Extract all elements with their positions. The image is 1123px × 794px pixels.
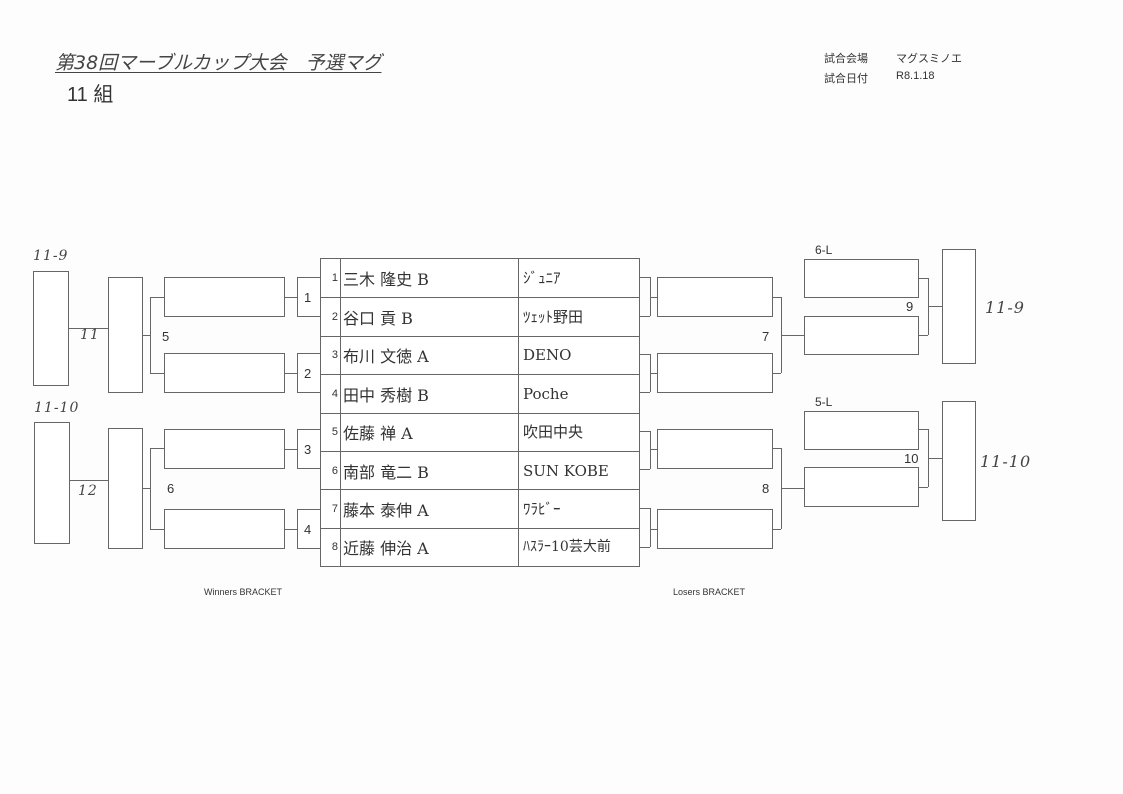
venue-label: 試合会場 [824, 53, 868, 65]
seed-number: 7 [321, 490, 341, 528]
player-name: 南部 竜二 B [341, 451, 519, 490]
match-box-4: 4 [297, 509, 321, 549]
losers-bracket-label: Losers BRACKET [673, 587, 746, 597]
match-number-9: 9 [906, 299, 914, 314]
loser-slot[interactable] [804, 316, 919, 355]
match-number: 2 [304, 366, 312, 381]
player-name: 藤本 泰伸 A [341, 490, 519, 528]
seed-number: 3 [321, 336, 341, 375]
match-box-2: 2 [297, 353, 321, 393]
match-number: 1 [304, 290, 312, 305]
match-number-7: 7 [762, 329, 770, 344]
loser-slot[interactable] [804, 467, 919, 507]
player-name: 三木 隆史 B [341, 259, 519, 298]
team-name: ﾜﾗﾋﾞｰ [523, 500, 561, 519]
handwritten-qualifier-bottom: 11-10 [34, 400, 80, 416]
feed-label-top: 6-L [815, 243, 833, 257]
loser-slot[interactable] [657, 277, 773, 317]
seed-number: 4 [321, 375, 341, 413]
loser-slot[interactable] [804, 259, 919, 298]
team-name: ﾊｽﾗｰ10芸大前 [523, 539, 611, 556]
winner-slot[interactable] [108, 428, 143, 549]
team-name: Poche [523, 384, 569, 403]
player-name: 田中 秀樹 B [341, 375, 519, 413]
seed-number: 2 [321, 298, 341, 336]
match-number: 3 [304, 442, 312, 457]
loser-slot[interactable] [657, 509, 773, 549]
team-name: ﾂｪｯﾄ野田 [523, 308, 584, 327]
team-name: ｼﾞｭﾆｱ [523, 269, 561, 288]
match-number: 4 [304, 522, 312, 537]
player-name: 布川 文徳 A [341, 336, 519, 375]
winner-slot[interactable] [108, 277, 143, 393]
loser-slot[interactable] [657, 353, 773, 393]
team-name: 吹田中央 [523, 423, 584, 442]
date-value: R8.1.18 [896, 70, 935, 82]
qualifier-slot[interactable] [33, 271, 69, 386]
winner-slot[interactable] [164, 353, 285, 393]
match-box-3: 3 [297, 429, 321, 469]
team-name: SUN KOBE [523, 461, 609, 480]
handwritten-qualifier-top: 11-9 [985, 298, 1025, 317]
player-name: 佐藤 禅 A [341, 413, 519, 451]
handwritten-qualifier-top: 11-9 [33, 248, 69, 264]
loser-slot[interactable] [657, 429, 773, 469]
seed-number: 1 [321, 259, 341, 298]
match-box-1: 1 [297, 277, 321, 317]
player-name: 近藤 伸治 A [341, 528, 519, 567]
seed-number: 5 [321, 413, 341, 451]
match-number-6: 6 [167, 481, 175, 496]
qualifier-slot[interactable] [34, 422, 70, 544]
date-label: 試合日付 [824, 73, 868, 85]
handwritten-match-12: 12 [78, 483, 98, 499]
page-title: 第38回マーブルカップ大会 予選マグ [55, 52, 382, 74]
feed-label-bottom: 5-L [815, 395, 833, 409]
player-name: 谷口 貢 B [341, 298, 519, 336]
handwritten-qualifier-bottom: 11-10 [980, 452, 1032, 471]
handwritten-match-11: 11 [80, 327, 100, 343]
match-number-8: 8 [762, 481, 770, 496]
winner-slot[interactable] [164, 277, 285, 317]
qualifier-slot[interactable] [942, 249, 976, 364]
seed-number: 6 [321, 451, 341, 490]
winner-slot[interactable] [164, 509, 285, 549]
team-name: DENO [523, 346, 572, 365]
winner-slot[interactable] [164, 429, 285, 469]
qualifier-slot[interactable] [942, 401, 976, 521]
loser-slot[interactable] [804, 411, 919, 450]
winners-bracket-label: Winners BRACKET [204, 587, 283, 597]
group-label: 11 組 [67, 84, 114, 106]
venue-value: マグスミノエ [896, 53, 962, 65]
seed-number: 8 [321, 528, 341, 567]
match-number-10: 10 [904, 451, 919, 466]
match-number-5: 5 [162, 329, 170, 344]
